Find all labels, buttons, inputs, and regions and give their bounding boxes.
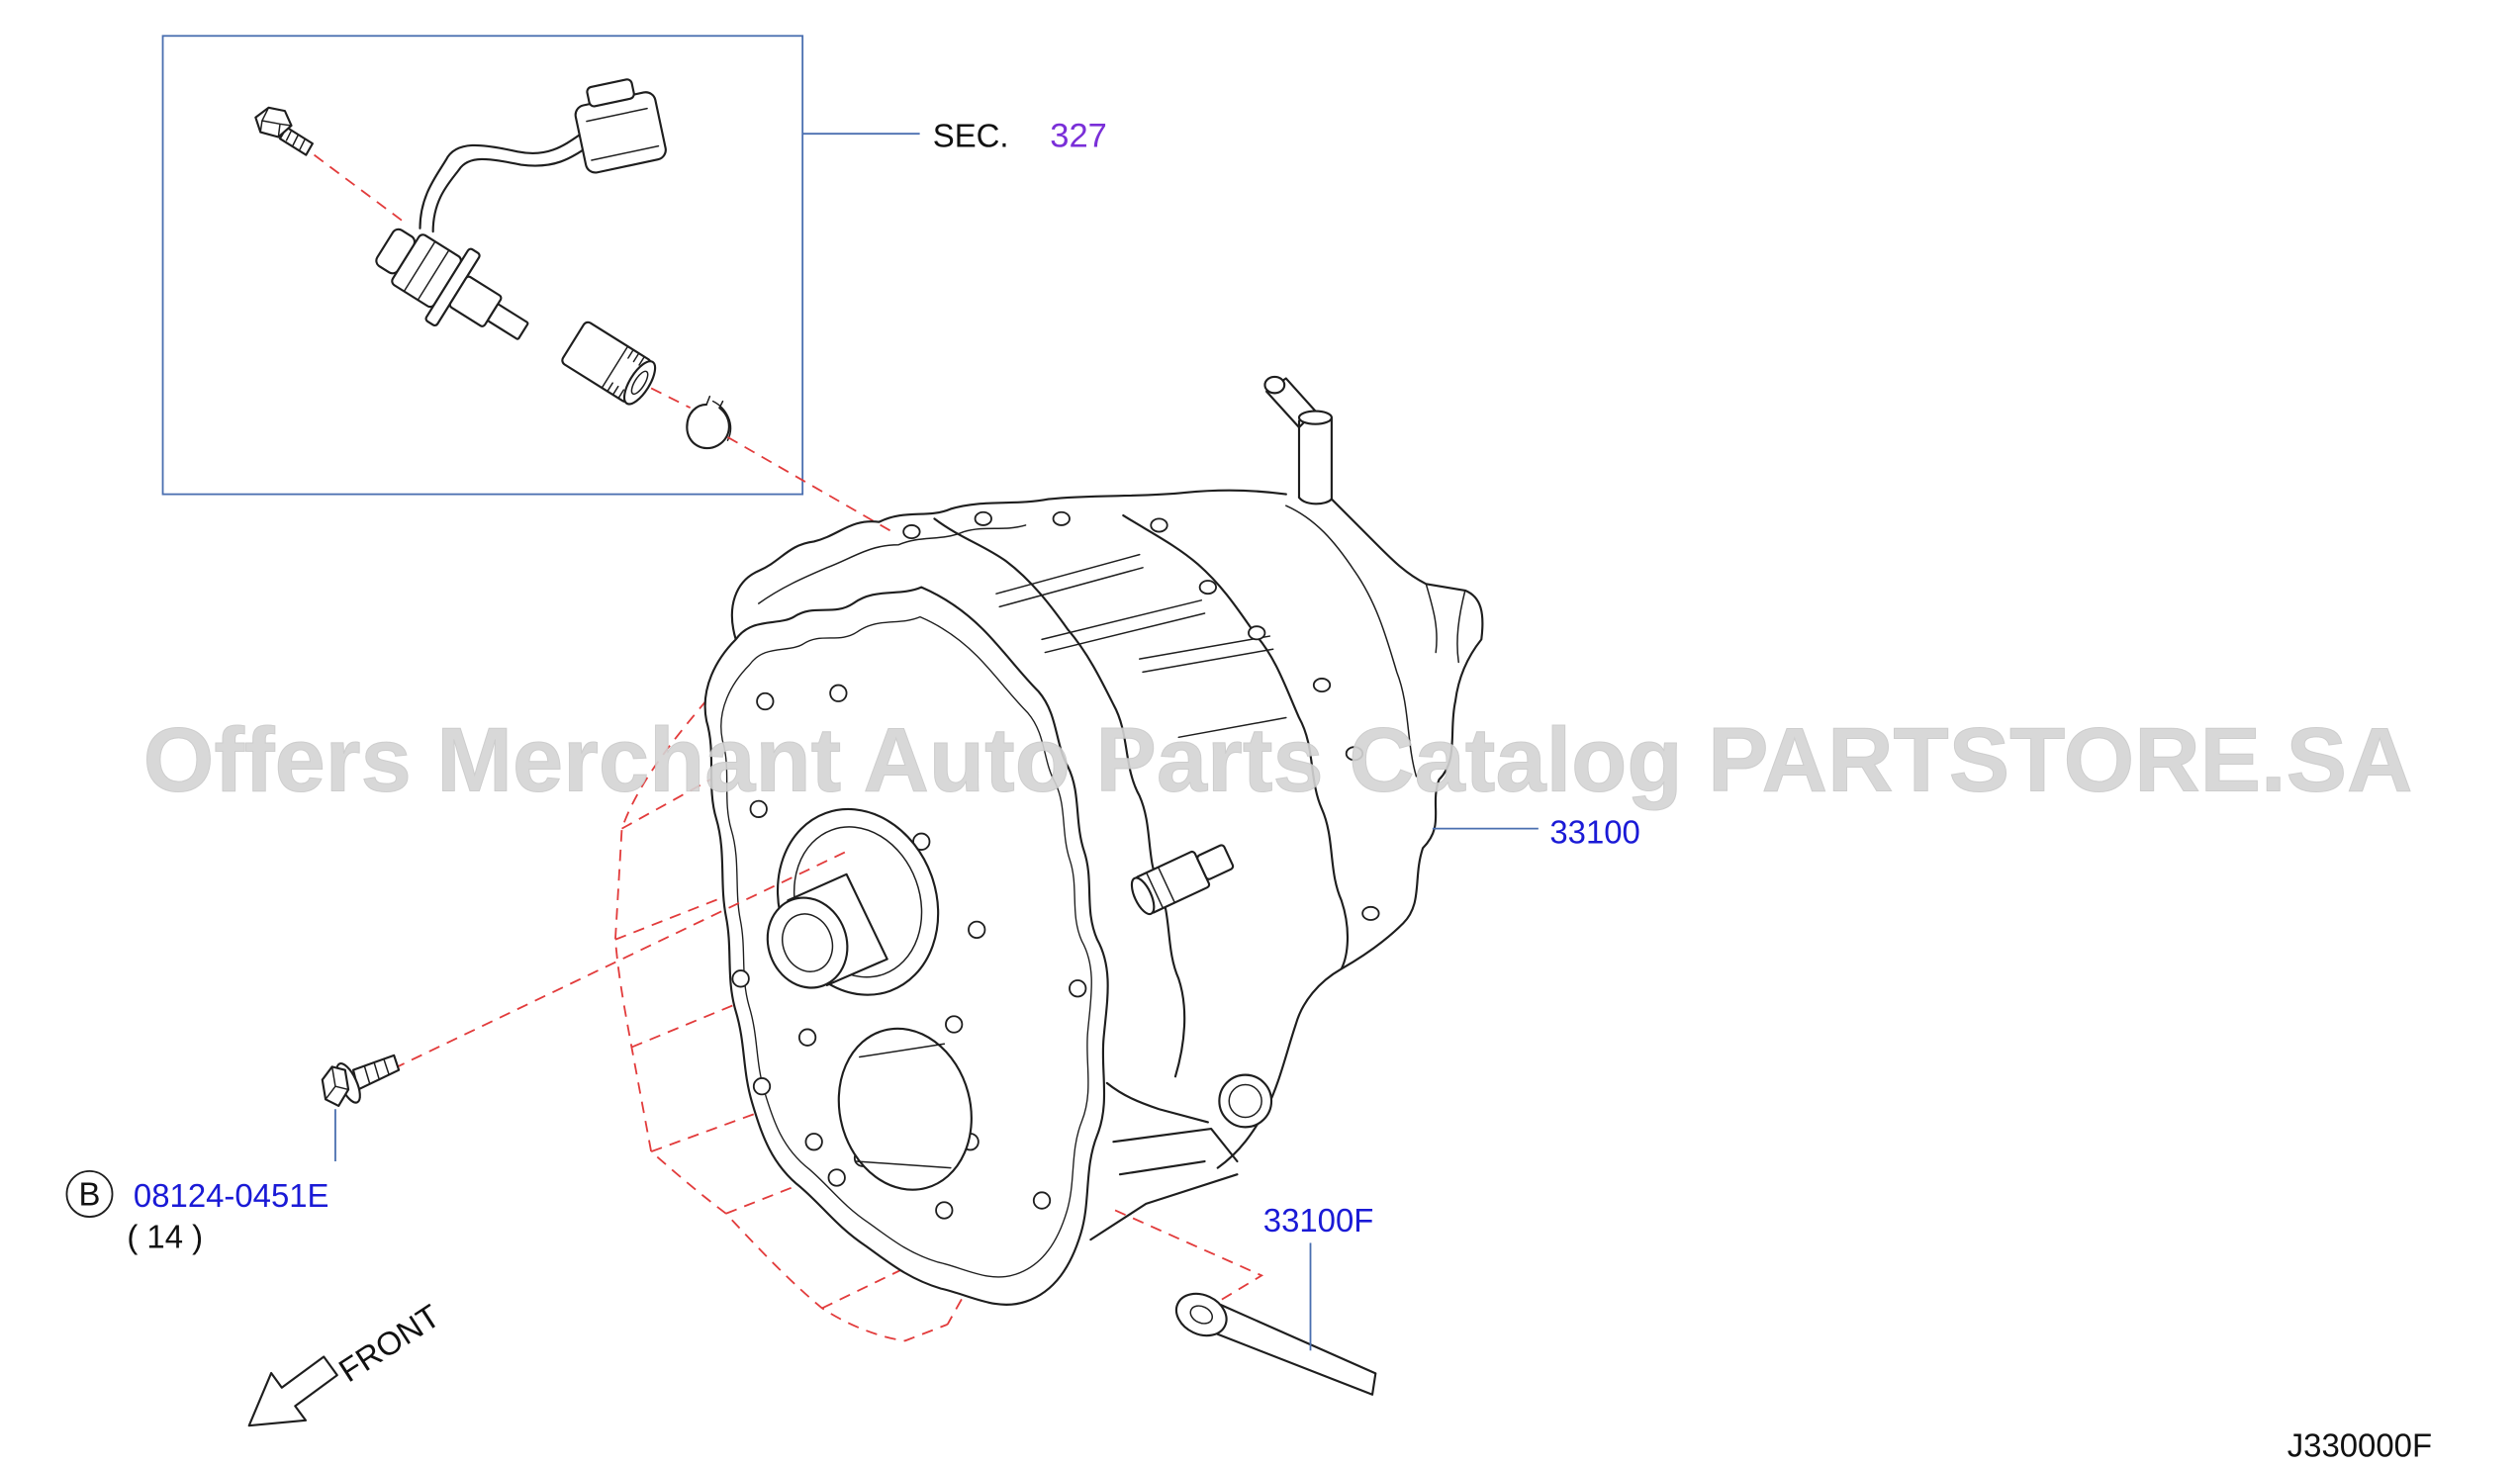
bolt-axis (393, 850, 847, 1069)
snap-ring (686, 395, 732, 450)
lower-opening (837, 1027, 973, 1191)
section-prefix: SEC. (933, 117, 1009, 153)
watermark: Offers Merchant Auto Parts Catalog PARTS… (143, 709, 2413, 811)
sensor-connector (574, 78, 667, 174)
sensor-bolt-axis (314, 153, 405, 223)
case-round-boss (1218, 1073, 1273, 1129)
bolt-badge-circle (65, 1169, 114, 1218)
front-label: FRONT (332, 1297, 446, 1389)
speed-sensor (375, 228, 529, 340)
sensor-bolt (254, 106, 314, 156)
tab-part-number-link[interactable]: 33100F (1263, 1202, 1374, 1239)
sensor-drive-sleeve (561, 321, 657, 406)
sensor-wire (419, 129, 594, 233)
case-bolt-heads (902, 510, 1380, 921)
front-arrow-icon (247, 1355, 338, 1427)
bolt-quantity: ( 14 ) (127, 1218, 203, 1254)
input-shaft-boss (766, 807, 940, 996)
case-part-number-link[interactable]: 33100 (1549, 813, 1639, 850)
sensor-case-axis (727, 436, 893, 533)
detail-frame (161, 35, 804, 496)
section-number-link[interactable]: 327 (1050, 117, 1107, 154)
transmission-case (703, 375, 1484, 1306)
flange-inner-edge (720, 615, 1092, 1278)
sleeve-axis (650, 387, 692, 410)
sensor-detail-box (161, 35, 804, 496)
case-tab (1174, 1292, 1377, 1396)
bolt-part-number-link[interactable]: 08124-0451E (134, 1177, 329, 1214)
diagram-code: J330000F (2287, 1426, 2432, 1463)
case-sensor-boss (1130, 844, 1235, 916)
case-bolt (321, 1054, 401, 1108)
tab-axis (1114, 1209, 1264, 1306)
bolt-badge: B (79, 1175, 101, 1212)
breather-vent (1263, 375, 1333, 505)
